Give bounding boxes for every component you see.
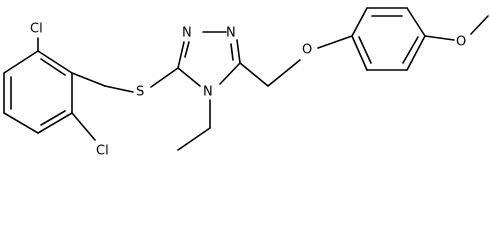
bond-o-methyl xyxy=(470,15,489,35)
triazole-ring xyxy=(177,31,241,87)
dichlorophenyl-ring xyxy=(3,50,73,134)
atom-label-nitrogen-4: N xyxy=(203,85,213,100)
atom-label-nitrogen-1: N xyxy=(182,26,192,41)
bond-ch2-o xyxy=(267,59,301,87)
methoxyphenyl-ring xyxy=(351,7,426,71)
atom-label-cl-top: Cl xyxy=(30,22,43,37)
bond-triazole-ch2 xyxy=(239,62,269,87)
bond-cl-bottom xyxy=(71,112,96,141)
bond-s-triazole xyxy=(150,67,179,88)
bond-ethyl xyxy=(177,127,211,151)
atom-label-cl-bottom: Cl xyxy=(96,144,109,159)
atom-label-oxygen-ether: O xyxy=(302,43,312,58)
bond-phenyl-o-methoxy xyxy=(424,35,455,41)
molecule-structure-diagram: Cl Cl S N N N O O xyxy=(3,7,489,159)
atom-label-nitrogen-2: N xyxy=(226,26,236,41)
bond-ring-ch2 xyxy=(71,72,106,87)
atom-label-oxygen-methoxy: O xyxy=(456,35,466,50)
atom-label-sulfur: S xyxy=(136,85,144,100)
bond-o-phenyl xyxy=(317,35,353,49)
bond-ch2-s xyxy=(104,85,134,93)
